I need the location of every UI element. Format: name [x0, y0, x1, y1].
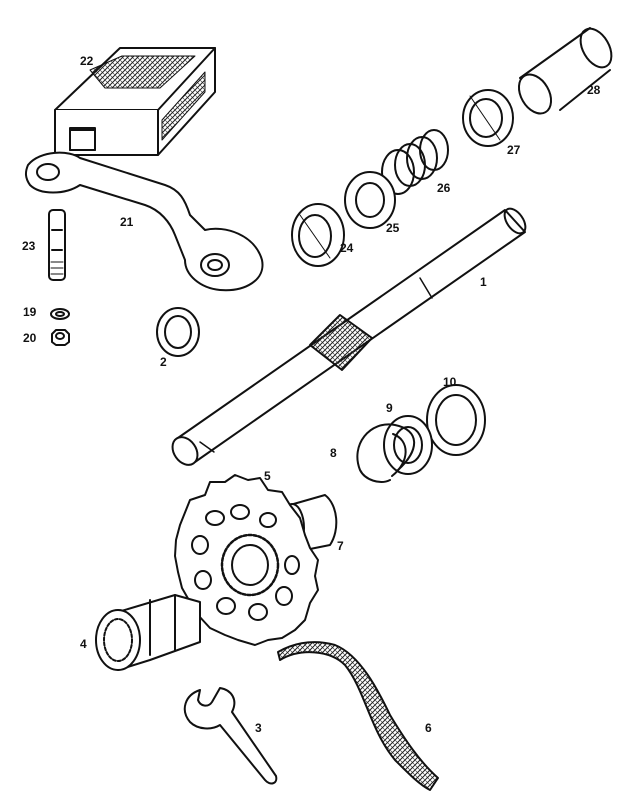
bearing-cup-27-icon	[462, 89, 514, 147]
nut-20-icon	[51, 329, 70, 346]
part-label-27: 27	[507, 143, 521, 157]
washer-9-icon	[383, 415, 433, 475]
washer-25-icon	[344, 171, 396, 229]
part-label-1: 1	[480, 275, 487, 289]
part-label-21: 21	[120, 215, 134, 229]
fork-spanner-icon	[183, 687, 278, 785]
crank-arm-icon	[24, 127, 264, 292]
part-label-9: 9	[386, 401, 393, 415]
spring-icon	[381, 129, 449, 195]
chain-icon	[277, 641, 439, 791]
pedal-icon	[54, 47, 216, 156]
washer-10-icon	[426, 384, 486, 456]
part-label-4: 4	[80, 637, 87, 651]
part-label-19: 19	[23, 305, 37, 319]
part-label-7: 7	[337, 539, 344, 553]
bearing-cup-24-icon	[291, 203, 345, 267]
part-label-2: 2	[160, 355, 167, 369]
part-label-5: 5	[264, 469, 271, 483]
splined-sleeve-icon	[95, 594, 201, 671]
part-label-23: 23	[22, 239, 36, 253]
cotter-pin-icon	[48, 209, 66, 281]
part-label-6: 6	[425, 721, 432, 735]
washer-19-icon	[50, 308, 70, 320]
part-label-25: 25	[386, 221, 400, 235]
part-label-8: 8	[330, 446, 337, 460]
part-label-3: 3	[255, 721, 262, 735]
shaft-icon	[171, 207, 527, 466]
part-label-10: 10	[443, 375, 457, 389]
part-label-22: 22	[80, 54, 94, 68]
spacer-ring-icon	[156, 307, 200, 357]
part-label-20: 20	[23, 331, 37, 345]
part-label-26: 26	[437, 181, 451, 195]
part-label-28: 28	[587, 83, 601, 97]
circlip-icon	[356, 423, 416, 483]
part-label-24: 24	[340, 241, 354, 255]
sleeve-icon	[517, 27, 613, 115]
